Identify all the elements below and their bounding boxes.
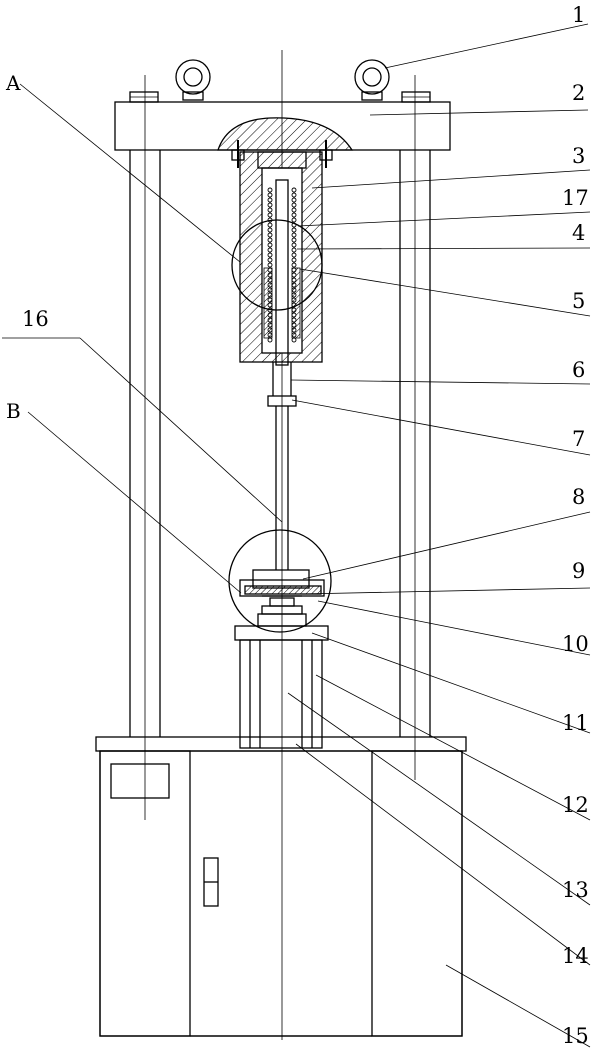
detail-circle-a — [231, 219, 323, 311]
label-part-17: 17 — [562, 186, 589, 210]
spring-coil — [291, 237, 297, 243]
spring-coil — [291, 187, 297, 193]
spring-housing — [231, 140, 333, 363]
right-column — [399, 75, 431, 780]
spring-coil — [291, 242, 297, 248]
spring-coil — [267, 257, 273, 263]
loading-rod — [275, 406, 289, 570]
spring-coil — [267, 242, 273, 248]
spring-coil — [291, 232, 297, 238]
label-part-16: 16 — [22, 307, 49, 331]
lifting-eye-bolt-right — [354, 59, 390, 101]
label-part-6: 6 — [572, 358, 585, 382]
cabinet — [99, 750, 463, 1037]
spring-coil — [267, 247, 273, 253]
spring-coil — [267, 197, 273, 203]
leader-lines — [2, 23, 591, 1048]
spring-coil — [291, 227, 297, 233]
spring-coil — [291, 217, 297, 223]
label-part-7: 7 — [572, 427, 585, 451]
label-part-9: 9 — [572, 559, 585, 583]
detail-circle-b — [228, 529, 332, 633]
spring-coil — [291, 252, 297, 258]
spring-coil — [291, 247, 297, 253]
label-part-13: 13 — [562, 878, 589, 902]
spring-coil — [291, 197, 297, 203]
spring-coil — [267, 232, 273, 238]
spring-coil — [291, 212, 297, 218]
label-part-4: 4 — [572, 221, 585, 245]
spring-coil — [267, 212, 273, 218]
spring-coil — [267, 262, 273, 268]
label-part-14: 14 — [562, 944, 589, 968]
label-part-10: 10 — [562, 632, 589, 656]
spring-coil — [267, 207, 273, 213]
label-part-8: 8 — [572, 485, 585, 509]
lifting-eye-bolt-left — [175, 59, 211, 101]
label-part-1: 1 — [572, 3, 585, 27]
label-part-3: 3 — [572, 144, 585, 168]
platform — [234, 625, 329, 641]
label-part-5: 5 — [572, 289, 585, 313]
spring-coil — [267, 192, 273, 198]
label-part-12: 12 — [562, 793, 589, 817]
spring-coil — [267, 202, 273, 208]
spring-coil — [267, 227, 273, 233]
spring-coil — [267, 222, 273, 228]
top-crossbeam — [114, 91, 451, 151]
spring-coil — [267, 252, 273, 258]
spring-coil — [291, 262, 297, 268]
label-detail-b: B — [6, 399, 21, 423]
label-part-15: 15 — [562, 1024, 589, 1048]
label-part-2: 2 — [572, 81, 585, 105]
spring-assembly — [263, 179, 301, 366]
lower-actuator — [239, 639, 323, 749]
left-column — [129, 75, 161, 820]
label-part-11: 11 — [562, 711, 589, 735]
specimen-fixture — [239, 569, 325, 627]
spring-coil — [291, 192, 297, 198]
spring-coil — [267, 237, 273, 243]
spring-coil — [291, 207, 297, 213]
pull-rod — [272, 362, 292, 396]
spring-coil — [267, 187, 273, 193]
spring-coil — [291, 202, 297, 208]
base-table — [95, 736, 467, 752]
spring-coil — [291, 257, 297, 263]
label-detail-a: A — [5, 71, 21, 95]
